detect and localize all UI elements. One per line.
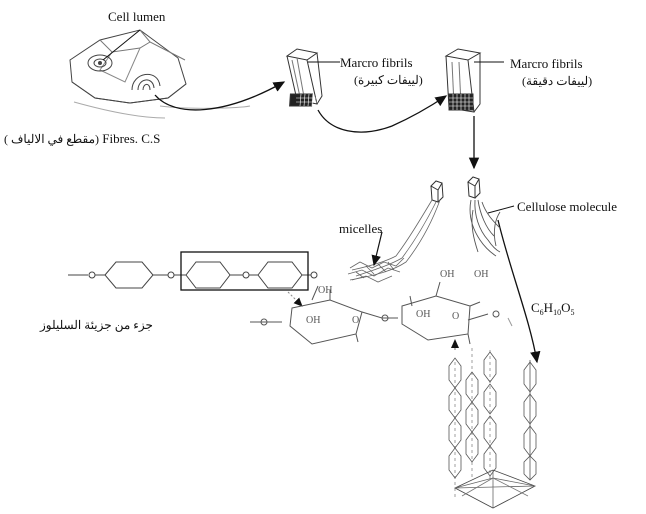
highlighted-monomer-box (180, 251, 309, 291)
microfibril-small-blocks (430, 176, 481, 203)
flow-arrows (154, 81, 541, 364)
cellulose-molecule-label: Cellulose molecule (517, 199, 618, 214)
chain-column-3 (483, 350, 497, 480)
chain-column-2 (465, 348, 479, 480)
arrow-macro1-to-macro2 (317, 95, 448, 133)
pencil-tick (507, 317, 513, 327)
micelles-bundle (347, 199, 441, 283)
fibres-cs-label: Fibres. C.S (102, 131, 161, 146)
cellulose-chain-upper (68, 261, 318, 289)
part-of-cellulose-arabic: جزء من جزيئة السليلوز (40, 318, 153, 332)
formula-label: C6H10O5 (531, 300, 575, 317)
cell-lumen-ring (87, 54, 113, 72)
ring-o-label: O (452, 311, 460, 322)
cell-lumen-label: Cell lumen (108, 9, 166, 24)
chain-column-1 (448, 357, 462, 500)
arrow-molecule-to-chain (497, 219, 541, 364)
macro-fibrils-1-label: Marcro fibrils (340, 55, 413, 70)
macro-fibrils-2-label: Marcro fibrils (510, 56, 583, 71)
box-detail-arrow (287, 291, 303, 307)
micelles-arrow (371, 231, 383, 267)
chain-column-4 (523, 360, 537, 481)
arrow-cs-to-macro1 (154, 81, 286, 111)
ring-oh-label: OH (440, 269, 455, 280)
ring-oh-label: OH (318, 285, 333, 296)
cell-lumen-leader (102, 29, 141, 61)
fibre-cross-section (69, 29, 251, 119)
cellulose-strands (469, 199, 501, 257)
cellulose-molecule-leader (487, 205, 515, 214)
fibres-cs-arabic: (مقطع في الالياف ) (4, 132, 100, 146)
fibres-cs-label-row: (مقطع في الالياف ) Fibres. C.S (4, 132, 160, 145)
micelles-label: micelles (339, 221, 383, 236)
ring-oh-label: OH (416, 309, 431, 320)
macro-fibrils-2-arabic: (لييفات دقيقة) (522, 74, 593, 88)
macro-fibril-block-1 (285, 48, 323, 107)
macro-fibril-block-2 (444, 48, 482, 113)
vertical-chains (448, 348, 537, 509)
ring-oh-label: OH (474, 269, 489, 280)
ring-o-label: O (352, 315, 360, 326)
glucose-rings (250, 281, 500, 345)
macro-fibrils-1-arabic: (لييفات كبيرة) (354, 73, 423, 87)
ring-oh-label: OH (306, 315, 321, 326)
